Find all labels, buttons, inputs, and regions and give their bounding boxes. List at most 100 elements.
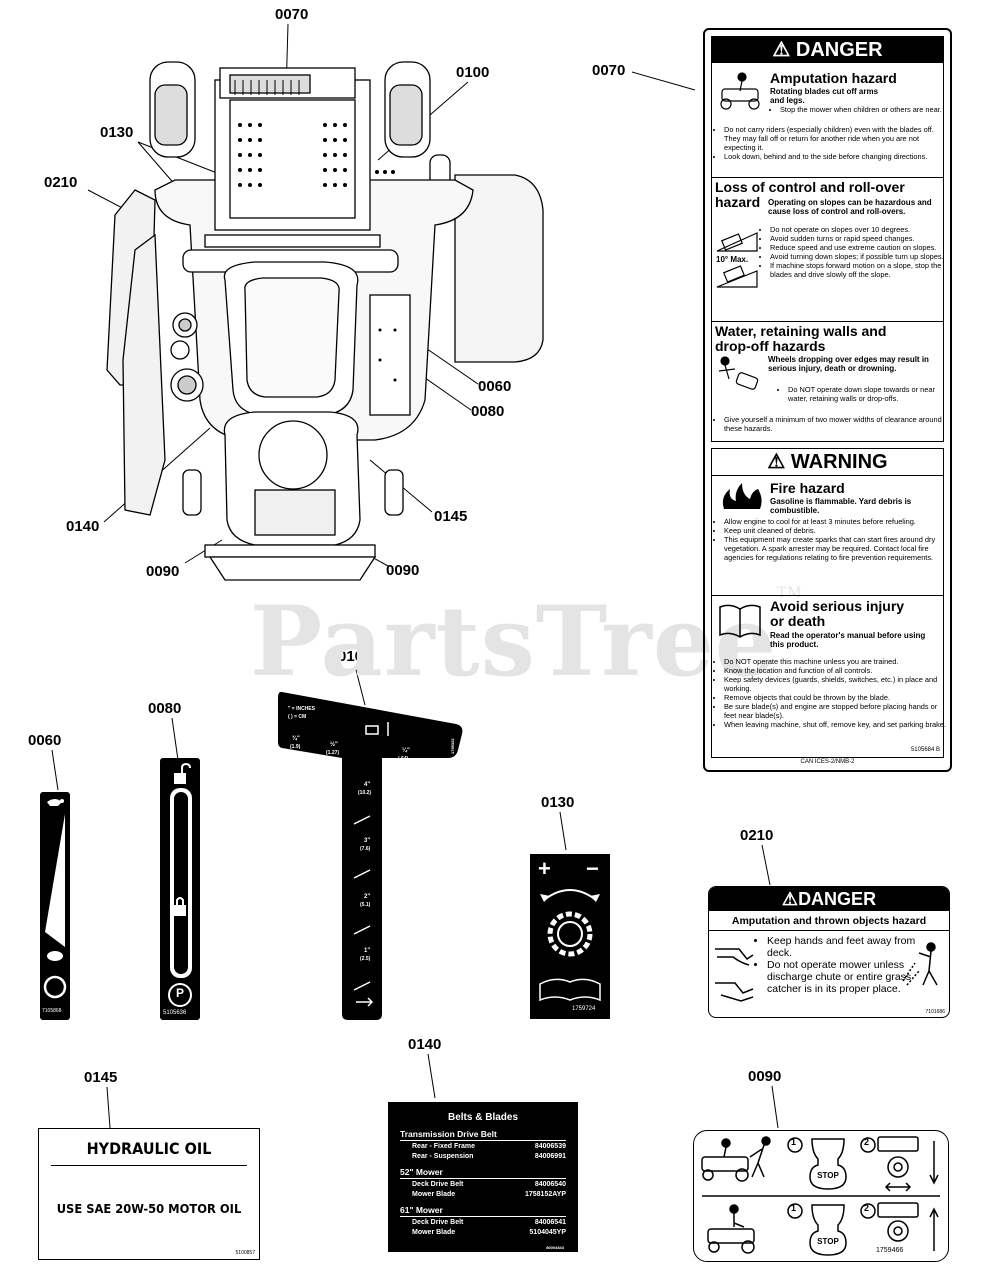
water-sub: Wheels dropping over edges may result in… — [768, 355, 929, 373]
step2-bottom: 2 — [864, 1203, 870, 1213]
amp-sub2: and legs. — [770, 96, 805, 105]
decal-0100-part-no: 1759332 — [450, 738, 455, 754]
step1-top: 1 — [791, 1137, 797, 1147]
decal-0210-items: Keep hands and feet away from deck. Do n… — [757, 935, 917, 995]
decal-0210-header: ⚠DANGER — [709, 887, 949, 911]
decal-0210-item: Keep hands and feet away from deck. — [767, 935, 917, 959]
loss-item: Do not operate on slopes over 10 degrees… — [770, 225, 948, 234]
decal-0145: HYDRAULIC OIL USE SAE 20W-50 MOTOR OIL 5… — [38, 1128, 260, 1260]
water-item: Give yourself a minimum of two mower wid… — [724, 415, 946, 433]
loss-items: Do not operate on slopes over 10 degrees… — [760, 225, 948, 279]
amp-items-2: Do not carry riders (especially children… — [714, 125, 946, 161]
callout-0145-part: 0145 — [84, 1069, 118, 1086]
row4-value: 1758152AYP — [524, 1191, 566, 1198]
row1-value: 84006539 — [534, 1143, 566, 1150]
decal-part-no: 5105684 B — [910, 747, 940, 753]
callout-0090-part: 0090 — [748, 1068, 782, 1085]
callout-0060-part: 0060 — [28, 732, 62, 749]
legend-cm: ( ) = CM — [288, 714, 306, 720]
drop-off-pictogram — [715, 355, 763, 395]
callout-0090-right: 0090 — [386, 562, 420, 579]
callout-0070-right: 0070 — [592, 62, 626, 79]
amp-item: Stop the mower when children or others a… — [780, 105, 948, 114]
row6-value: 5104045YP — [529, 1229, 566, 1236]
row6-label: Mower Blade — [412, 1229, 456, 1236]
thrown-object-pictogram — [902, 942, 938, 986]
loss-item: Avoid turning down slopes; if possible t… — [770, 252, 948, 261]
decal-0130-part-no: 1759724 — [572, 1006, 596, 1012]
height-s1: ¾" — [292, 735, 300, 742]
avoid-title1: Avoid serious injury — [770, 598, 905, 614]
loss-sub: Operating on slopes can be hazardous and… — [768, 198, 932, 216]
callout-0070-top: 0070 — [275, 6, 309, 23]
fire-sub: Gasoline is flammable. Yard debris is co… — [770, 497, 912, 515]
callout-0080-part: 0080 — [148, 700, 182, 717]
height-1-cm: (2.5) — [360, 956, 371, 962]
height-2-cm: (5.1) — [360, 902, 371, 908]
row3-label: Deck Drive Belt — [412, 1181, 464, 1188]
decal-0060-part-no: 7105868 — [42, 1008, 62, 1014]
row5-label: Deck Drive Belt — [412, 1219, 464, 1226]
decal-0210-item: Do not operate mower unless discharge ch… — [767, 959, 917, 995]
avoid-sub: Read the operator's manual before using … — [770, 631, 926, 649]
warning-panel: ⚠ WARNING Fire hazard Gasoline is flamma… — [711, 448, 946, 758]
loss-item: Avoid sudden turns or rapid speed change… — [770, 234, 948, 243]
height-4: 4" — [364, 782, 370, 788]
fire-item: Allow engine to cool for at least 3 minu… — [724, 517, 946, 526]
callout-0140-part: 0140 — [408, 1036, 442, 1053]
decal-0210-title: Amputation and thrown objects hazard — [731, 915, 927, 927]
avoid-item: Do NOT operate this machine unless you a… — [724, 657, 946, 666]
minus-sign: − — [586, 856, 599, 881]
callout-0100-part: 0100 — [338, 648, 372, 665]
decal-0080: P 5105636 — [160, 758, 200, 1020]
danger-panel: ⚠ DANGER Amputation hazard Rotating blad… — [711, 36, 944, 442]
decal-0140-part-no: 80004843 — [546, 1245, 564, 1250]
height-1: 1" — [364, 948, 370, 954]
callout-0090-left: 0090 — [146, 563, 180, 580]
mower-top-view — [106, 61, 544, 581]
decal-0130: + − 1759724 — [530, 854, 610, 1019]
height-3: 3" — [364, 838, 370, 844]
fire-items: Allow engine to cool for at least 3 minu… — [714, 517, 946, 562]
fire-item: Keep unit cleaned of debris. — [724, 526, 946, 535]
water-title2: drop-off hazards — [715, 338, 826, 354]
stop-top: STOP — [817, 1171, 839, 1180]
amp-items: Stop the mower when children or others a… — [770, 105, 948, 114]
callout-0100-top: 0100 — [456, 64, 490, 81]
height-s2-cm: (1.27) — [326, 750, 339, 756]
watermark: PartsTreeTM — [250, 585, 803, 698]
hand-foot-pictogram — [715, 948, 754, 1002]
callout-0130-part: 0130 — [541, 794, 575, 811]
park-letter: P — [175, 986, 184, 1000]
sec-61-mower: 61" Mower — [400, 1205, 443, 1215]
decal-0140-title: Belts & Blades — [447, 1112, 519, 1123]
fire-title: Fire hazard — [770, 480, 845, 496]
avoid-items: Do NOT operate this machine unless you a… — [714, 657, 946, 729]
row1-label: Rear - Fixed Frame — [412, 1143, 476, 1150]
step2-top: 2 — [864, 1137, 870, 1147]
flame-icon — [716, 481, 768, 511]
decal-0210-part-no: 7101686 — [925, 1009, 945, 1015]
avoid-item: When leaving machine, shut off, remove k… — [724, 720, 946, 729]
callout-0060-right: 0060 — [478, 378, 512, 395]
water-items: Do NOT operate down slope towards or nea… — [778, 385, 948, 403]
row3-value: 84006540 — [534, 1181, 566, 1188]
legend-inches: " = INCHES — [288, 706, 316, 712]
callout-0210-left: 0210 — [44, 174, 78, 191]
decal-0080-part-no: 5105636 — [163, 1010, 187, 1016]
row2-value: 84006991 — [534, 1153, 566, 1160]
sec-52-mower: 52" Mower — [400, 1167, 443, 1177]
loss-title2: hazard — [715, 194, 761, 210]
sec-transmission: Transmission Drive Belt — [400, 1129, 497, 1139]
loss-title1: Loss of control and roll-over — [715, 179, 905, 195]
height-s3: ¼" — [402, 747, 410, 754]
amp-item: Look down, behind and to the side before… — [724, 152, 946, 161]
decal-0145-title: HYDRAULIC OIL — [86, 1139, 212, 1158]
decal-0090: 1 2 STOP 1 2 STOP 1759466 — [693, 1130, 949, 1262]
height-s1-cm: (1.9) — [290, 744, 301, 750]
step1-bottom: 1 — [791, 1203, 797, 1213]
row2-label: Rear - Suspension — [412, 1153, 474, 1160]
avoid-item: Remove objects that could be thrown by t… — [724, 693, 946, 702]
decal-0100: " = INCHES ( ) = CM ¾" (1.9) ½" (1.27) ¼… — [278, 691, 463, 1020]
amp-item: Do not carry riders (especially children… — [724, 125, 946, 152]
